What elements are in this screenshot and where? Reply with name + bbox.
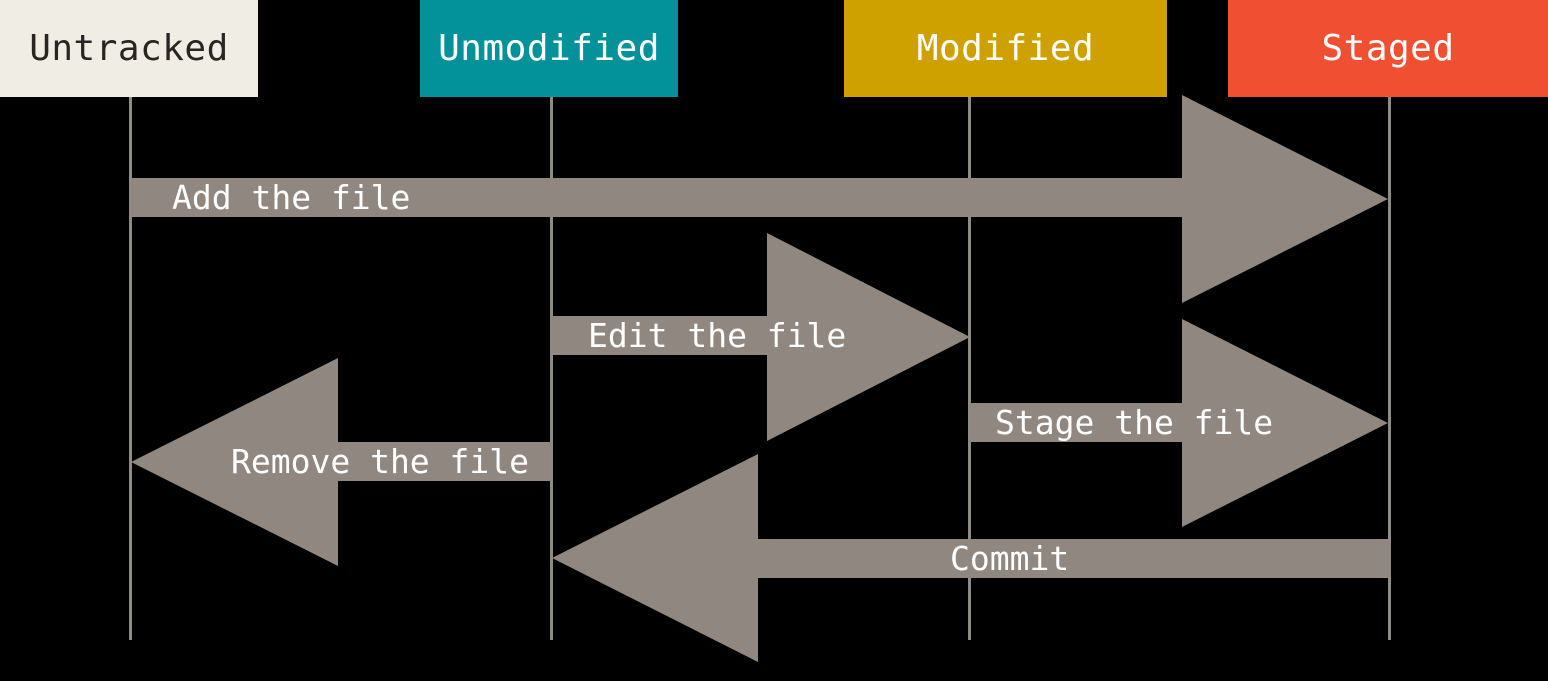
arrow-label-add-the-file: Add the file <box>172 178 411 217</box>
column-header-label: Unmodified <box>438 28 660 69</box>
column-header-modified: Modified <box>844 0 1167 97</box>
column-header-label: Modified <box>916 28 1095 69</box>
arrow-head-left-icon <box>131 358 338 566</box>
lifeline-staged <box>1388 97 1391 640</box>
arrow-label-stage-the-file: Stage the file <box>995 403 1274 442</box>
arrow-head-right-icon <box>1182 95 1388 303</box>
arrow-label-remove-the-file: Remove the file <box>231 442 530 481</box>
arrow-shaft-stage-the-file <box>970 403 1182 442</box>
column-header-label: Untracked <box>29 28 229 69</box>
lifeline-untracked <box>129 97 132 640</box>
arrow-label-edit-the-file: Edit the file <box>588 316 847 355</box>
lifeline-unmodified <box>550 97 553 640</box>
column-header-staged: Staged <box>1228 0 1548 97</box>
arrow-shaft-commit <box>758 539 1390 578</box>
arrow-head-right-icon <box>1182 319 1388 527</box>
arrow-label-commit: Commit <box>950 539 1070 578</box>
arrow-shaft-remove-the-file <box>338 442 551 481</box>
arrow-shaft-edit-the-file <box>551 316 767 355</box>
arrow-head-right-icon <box>767 233 970 441</box>
column-header-untracked: Untracked <box>0 0 258 97</box>
column-header-label: Staged <box>1321 28 1455 69</box>
arrow-shaft-add-the-file <box>131 178 1182 217</box>
arrow-head-left-icon <box>552 454 758 662</box>
column-header-unmodified: Unmodified <box>420 0 678 97</box>
